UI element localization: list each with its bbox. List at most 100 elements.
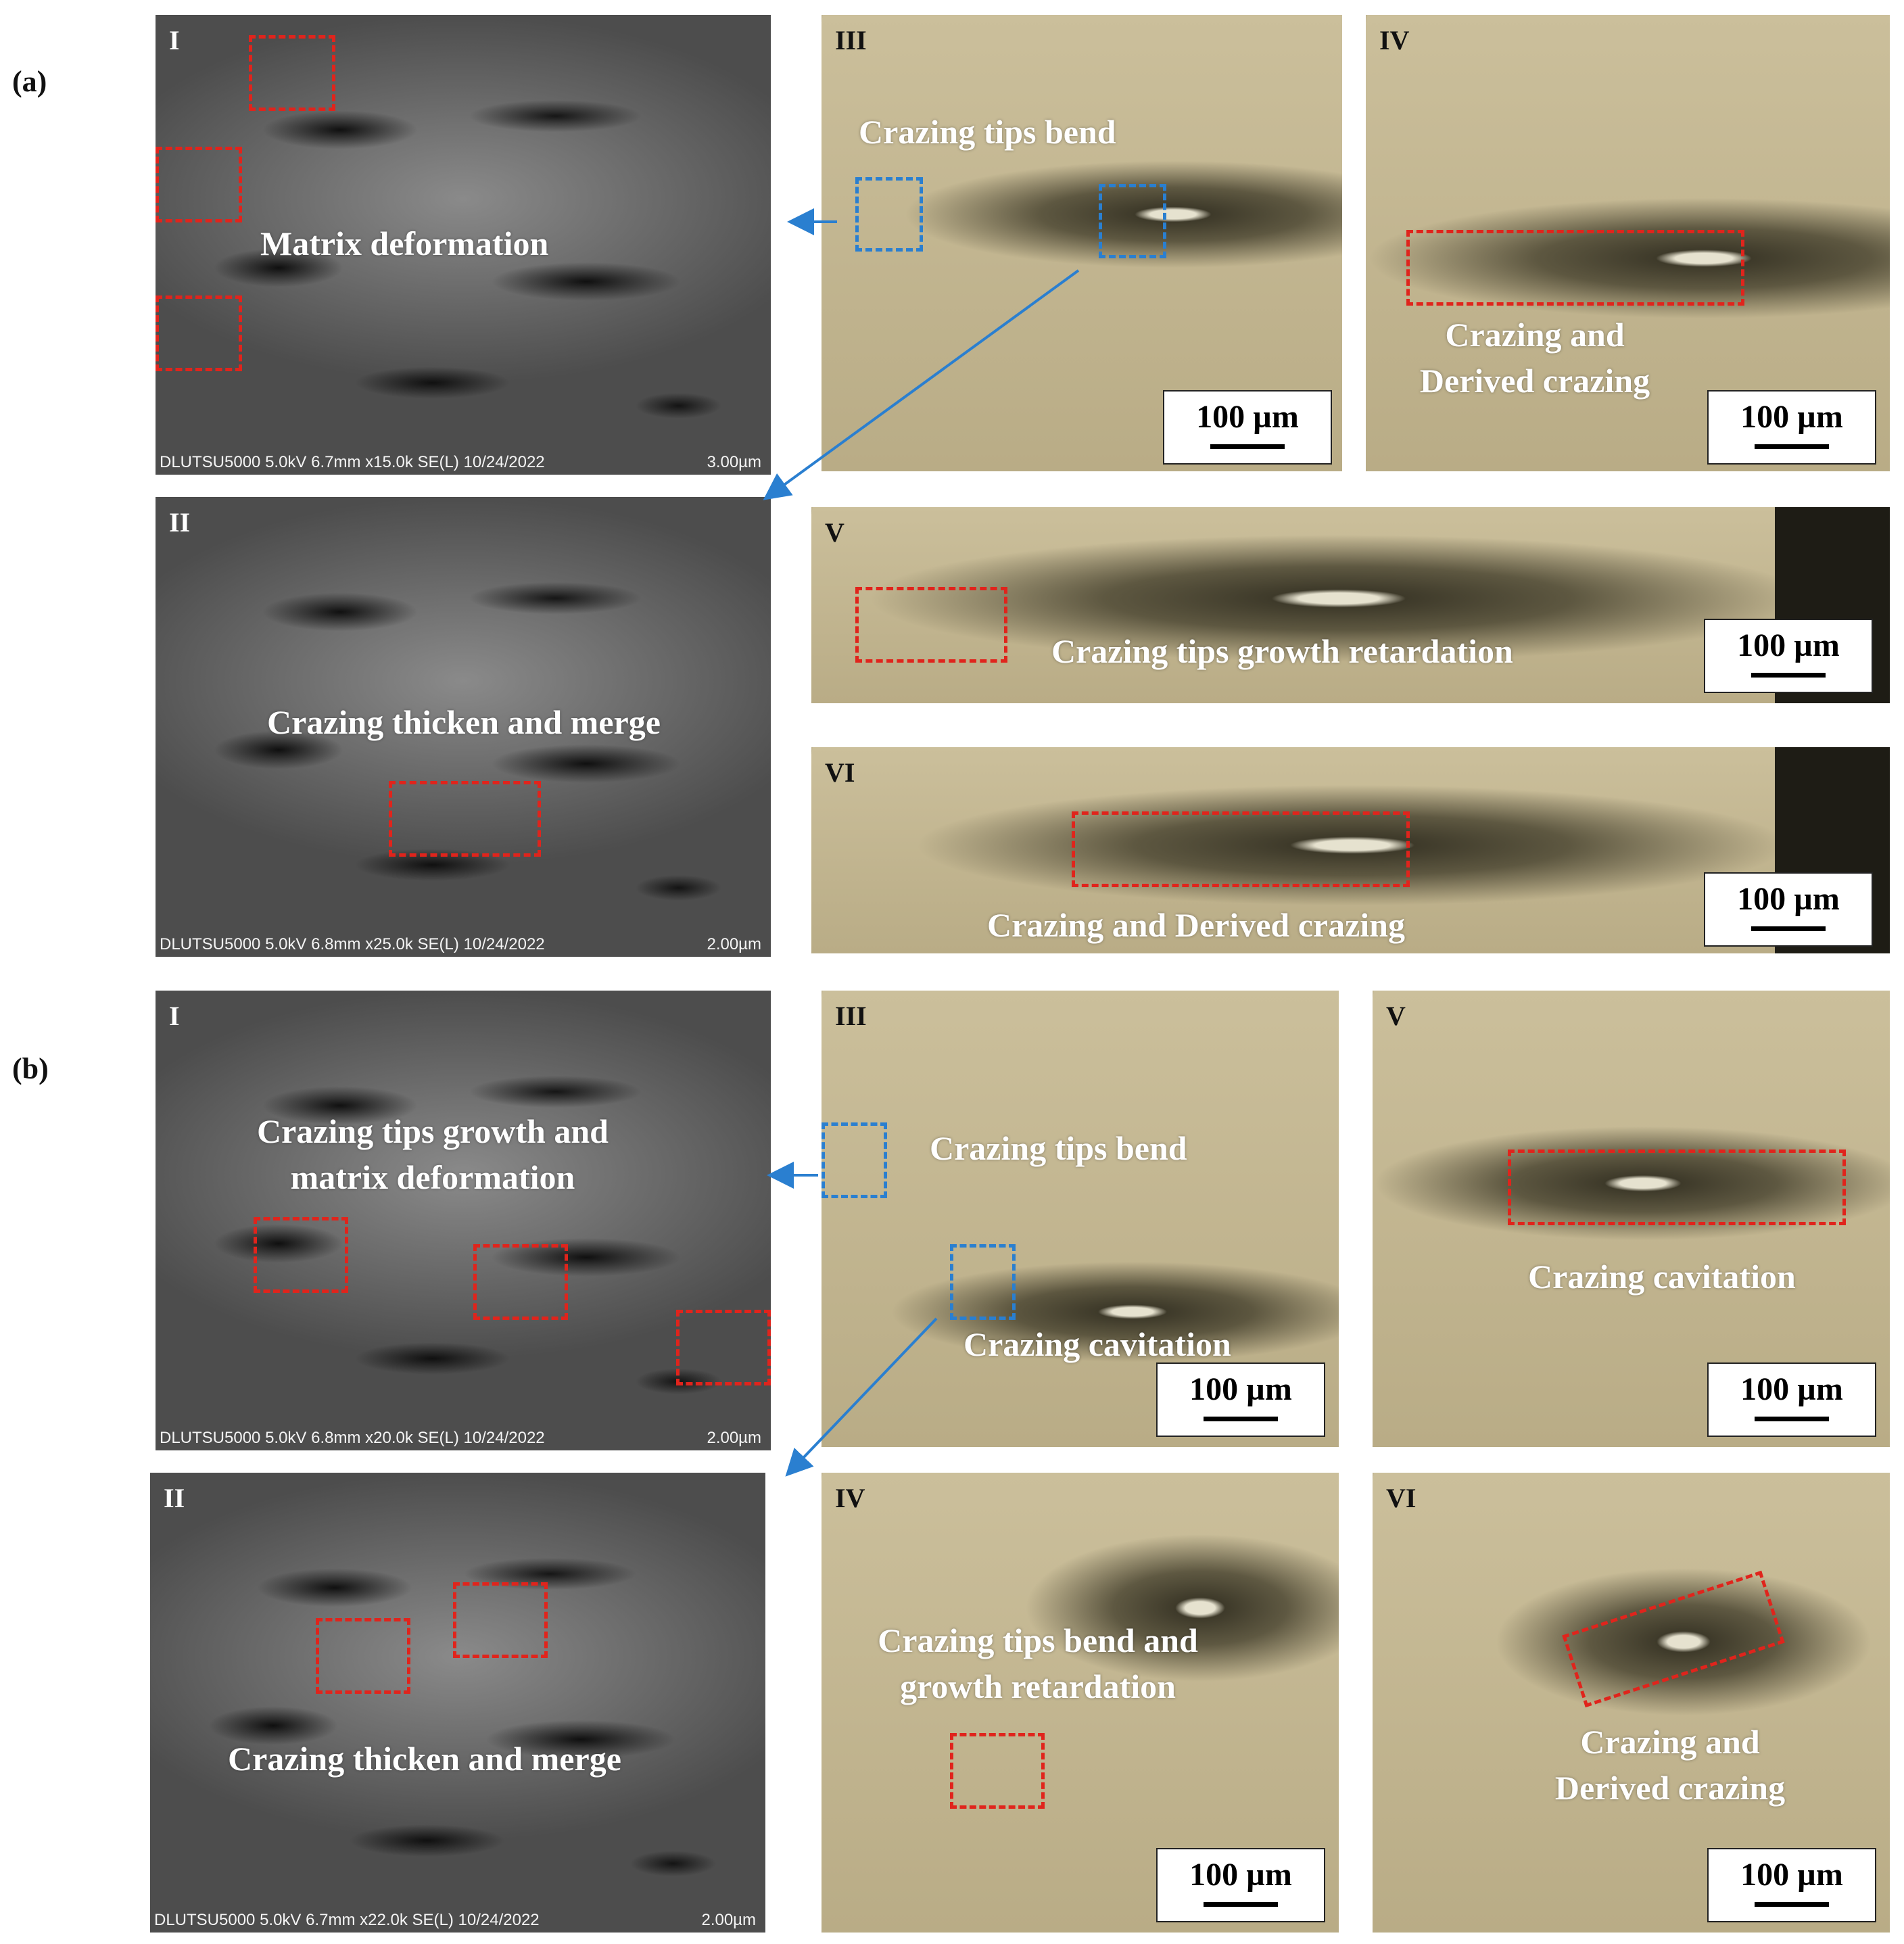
caption-line: Crazing and (1580, 1723, 1760, 1761)
highlight-box (316, 1618, 410, 1694)
panel-caption: Crazing tips growth and matrix deformati… (210, 1109, 656, 1200)
scale-line (1204, 1902, 1278, 1907)
caption-line: Crazing tips bend and (878, 1621, 1198, 1659)
arrow-b-III-to-II (785, 1317, 938, 1477)
scale-bar: 100 µm (1704, 872, 1873, 947)
panel-numeral: IV (835, 1483, 865, 1513)
caption-line: Crazing tips growth and (257, 1112, 609, 1150)
sem-info-bar: DLUTSU5000 5.0kV 6.7mm x15.0k SE(L) 10/2… (160, 453, 761, 472)
sem-info-bar: DLUTSU5000 5.0kV 6.8mm x20.0k SE(L) 10/2… (160, 1429, 761, 1448)
highlight-box (254, 1217, 348, 1293)
scale-line (1210, 444, 1285, 449)
panel-b-V-optical: V Crazing cavitation 100 µm (1373, 991, 1890, 1447)
panel-numeral: V (825, 517, 844, 548)
panel-caption: Crazing and Derived crazing (1535, 1720, 1805, 1811)
panel-caption: Crazing tips bend (859, 113, 1116, 151)
scale-label: 100 µm (1737, 627, 1840, 663)
scale-label: 100 µm (1740, 399, 1843, 435)
sem-scale: 2.00µm (707, 935, 761, 953)
caption-line: Crazing and (1445, 316, 1625, 354)
panel-numeral: IV (1379, 25, 1410, 55)
highlight-box (1508, 1149, 1846, 1225)
panel-caption: Crazing tips bend and growth retardation (835, 1618, 1241, 1709)
highlight-box (249, 35, 335, 111)
caption-line: Derived crazing (1419, 361, 1650, 400)
panel-b-I-sem: I Crazing tips growth and matrix deforma… (156, 991, 771, 1450)
panel-a-VI-optical: VI Crazing and Derived crazing 100 µm (811, 747, 1890, 953)
sem-scale: 3.00µm (707, 453, 761, 471)
panel-b-II-sem: II Crazing thicken and merge DLUTSU5000 … (150, 1473, 765, 1933)
panel-numeral: III (835, 25, 867, 55)
panel-caption: Matrix deformation (260, 224, 549, 262)
crazing-band (889, 1261, 1339, 1362)
part-label-a: (a) (12, 65, 47, 98)
scale-label: 100 µm (1740, 1371, 1843, 1407)
highlight-box (156, 147, 242, 222)
highlight-box-blue (855, 177, 923, 252)
panel-a-V-optical: V Crazing tips growth retardation 100 µm (811, 507, 1890, 703)
panel-caption: Crazing and Derived crazing (987, 906, 1405, 944)
sem-scale: 2.00µm (707, 1429, 761, 1447)
scale-label: 100 µm (1737, 881, 1840, 917)
panel-b-VI-optical: VI Crazing and Derived crazing 100 µm (1373, 1473, 1890, 1933)
panel-caption: Crazing cavitation (1528, 1258, 1796, 1296)
caption-line: growth retardation (900, 1667, 1176, 1705)
crazing-band (1024, 1534, 1339, 1682)
scale-label: 100 µm (1740, 1857, 1843, 1893)
sem-info-bar: DLUTSU5000 5.0kV 6.8mm x25.0k SE(L) 10/2… (160, 935, 761, 954)
panel-caption: Crazing tips growth retardation (1051, 632, 1513, 670)
crazing-band (1494, 1567, 1873, 1716)
scale-line (1751, 926, 1826, 931)
panel-numeral: I (169, 1001, 180, 1031)
crazing-band (865, 534, 1812, 663)
scale-bar: 100 µm (1156, 1362, 1325, 1437)
highlight-box (950, 1733, 1045, 1809)
scale-bar: 100 µm (1707, 390, 1876, 465)
sem-metadata: DLUTSU5000 5.0kV 6.8mm x25.0k SE(L) 10/2… (160, 935, 545, 953)
crazing-band (1366, 197, 1890, 319)
panel-numeral: V (1386, 1001, 1406, 1031)
panel-a-II-sem: II Crazing thicken and merge DLUTSU5000 … (156, 497, 771, 957)
highlight-box (855, 587, 1007, 663)
scale-bar: 100 µm (1156, 1848, 1325, 1922)
sem-metadata: DLUTSU5000 5.0kV 6.8mm x20.0k SE(L) 10/2… (160, 1429, 545, 1447)
scale-line (1755, 444, 1829, 449)
panel-a-I-sem: I Matrix deformation DLUTSU5000 5.0kV 6.… (156, 15, 771, 475)
panel-numeral: II (169, 507, 191, 538)
scale-bar: 100 µm (1707, 1362, 1876, 1437)
highlight-box (389, 781, 541, 857)
crazing-band (1373, 1126, 1890, 1241)
panel-numeral: VI (825, 757, 855, 788)
scale-label: 100 µm (1196, 399, 1299, 435)
scale-bar: 100 µm (1707, 1848, 1876, 1922)
sem-metadata: DLUTSU5000 5.0kV 6.7mm x22.0k SE(L) 10/2… (154, 1911, 540, 1929)
highlight-box (1406, 230, 1744, 306)
sem-scale: 2.00µm (701, 1911, 756, 1929)
scale-line (1755, 1902, 1829, 1907)
panel-b-III-optical: III Crazing tips bend Crazing cavitation… (822, 991, 1339, 1447)
panel-a-IV-optical: IV Crazing and Derived crazing 100 µm (1366, 15, 1890, 471)
panel-numeral: VI (1386, 1483, 1417, 1513)
sem-info-bar: DLUTSU5000 5.0kV 6.7mm x22.0k SE(L) 10/2… (154, 1911, 756, 1930)
scale-bar: 100 µm (1163, 390, 1332, 465)
caption-line: Derived crazing (1554, 1768, 1786, 1807)
crazing-band (903, 160, 1342, 268)
caption-line: matrix deformation (290, 1158, 575, 1196)
scale-line (1755, 1417, 1829, 1421)
highlight-box-blue (1099, 184, 1166, 258)
panel-caption: Crazing thicken and merge (228, 1740, 621, 1778)
highlight-box (676, 1310, 771, 1385)
highlight-box-blue (822, 1122, 887, 1198)
panel-numeral: I (169, 25, 180, 55)
highlight-box (453, 1582, 548, 1658)
panel-caption: Crazing thicken and merge (267, 703, 661, 741)
panel-b-IV-optical: IV Crazing tips bend and growth retardat… (822, 1473, 1339, 1933)
scale-line (1751, 673, 1826, 678)
scale-label: 100 µm (1189, 1371, 1292, 1407)
scale-label: 100 µm (1189, 1857, 1292, 1893)
scale-line (1204, 1417, 1278, 1421)
sem-metadata: DLUTSU5000 5.0kV 6.7mm x15.0k SE(L) 10/2… (160, 453, 545, 471)
scale-bar: 100 µm (1704, 619, 1873, 693)
highlight-box (156, 295, 242, 371)
